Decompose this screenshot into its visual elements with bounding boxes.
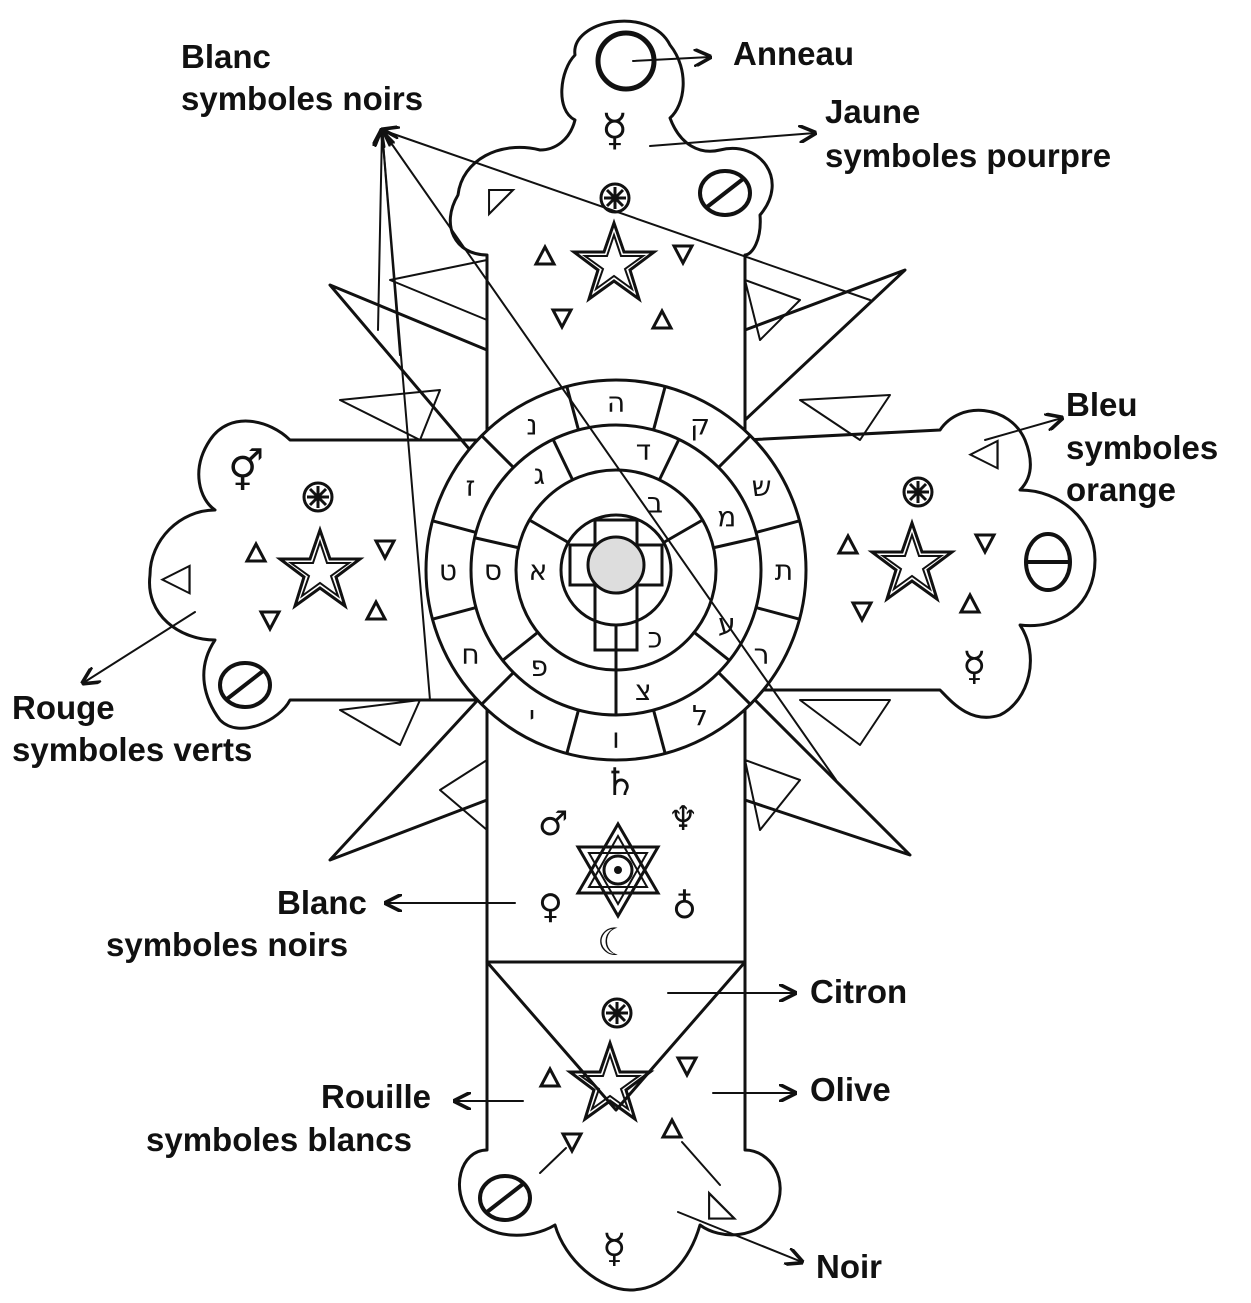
label-anneau: Anneau bbox=[733, 35, 854, 72]
rose-icon bbox=[904, 478, 932, 506]
circle-bar-icon bbox=[1026, 534, 1070, 590]
circle-cross-icon bbox=[220, 663, 270, 707]
triangle-icon bbox=[674, 246, 692, 263]
rose-petal-glyph: ק bbox=[690, 409, 710, 442]
label-rouille-sub: symboles blancs bbox=[146, 1121, 412, 1158]
rose-petal-glyph: ת bbox=[775, 554, 793, 587]
triangle-cross-icon: ◁ bbox=[968, 429, 999, 475]
rose-petal-glyph: א bbox=[529, 554, 548, 587]
rose-petal-glyph: ס bbox=[484, 554, 502, 587]
rose-petal-glyph: ב bbox=[647, 486, 663, 519]
triangle-icon bbox=[376, 541, 394, 558]
mars-icon: ♂ bbox=[538, 804, 568, 844]
rose-petal-glyph: ד bbox=[636, 434, 651, 467]
rose-petal-glyph: ח bbox=[461, 638, 479, 671]
label-bleu: Bleu bbox=[1066, 386, 1138, 423]
central-rose: הקשתרלויחטזנסגדמעצפאבכ bbox=[426, 380, 806, 760]
triangle-icon bbox=[536, 247, 554, 264]
uranus-icon: ♁ bbox=[672, 887, 697, 927]
rose-icon bbox=[304, 483, 332, 511]
triangle-icon bbox=[663, 1120, 681, 1137]
label-blanc-top-sub: symboles noirs bbox=[181, 80, 423, 117]
rose-petal-glyph: ג bbox=[534, 458, 546, 491]
label-jaune-sub: symboles pourpre bbox=[825, 137, 1111, 174]
triangle-cross-icon: ◺ bbox=[708, 1180, 738, 1224]
saturn-icon: ♄ bbox=[603, 760, 637, 804]
rose-petal-glyph: ז bbox=[466, 470, 476, 503]
triangle-icon bbox=[541, 1069, 559, 1086]
circle-cross-icon bbox=[700, 171, 750, 215]
label-olive: Olive bbox=[810, 1071, 891, 1108]
rose-petal-glyph: י bbox=[529, 699, 535, 732]
moon-icon: ☾ bbox=[597, 920, 631, 964]
label-rouge: Rouge bbox=[12, 689, 115, 726]
rose-petal-glyph: ל bbox=[692, 699, 708, 732]
triangle-cross-icon: ◸ bbox=[488, 180, 516, 221]
triangle-icon bbox=[653, 311, 671, 328]
rose-petal-glyph: מ bbox=[717, 501, 736, 534]
label-blanc-top: Blanc bbox=[181, 38, 271, 75]
hexagram-icon bbox=[578, 824, 658, 916]
pentagram-icon bbox=[570, 1043, 650, 1119]
label-citron: Citron bbox=[810, 973, 907, 1010]
rose-petal-glyph: צ bbox=[635, 674, 652, 707]
triangle-icon bbox=[976, 535, 994, 552]
triangle-icon bbox=[839, 536, 857, 553]
pentagram-icon bbox=[574, 223, 654, 299]
rose-icon bbox=[603, 999, 631, 1027]
rose-petal-glyph: פ bbox=[531, 650, 549, 683]
triangle-icon bbox=[961, 595, 979, 612]
label-bleu-sub2: orange bbox=[1066, 471, 1176, 508]
label-rouille: Rouille bbox=[321, 1078, 431, 1115]
venus-icon: ♀ bbox=[538, 887, 563, 927]
venus-icon: ⚥ bbox=[228, 448, 264, 495]
triangle-icon bbox=[247, 544, 265, 561]
mercury-icon: ☿ bbox=[962, 644, 987, 690]
label-bleu-sub1: symboles bbox=[1066, 429, 1218, 466]
rose-petal-glyph: נ bbox=[526, 409, 537, 442]
rose-petal-glyph: ש bbox=[752, 470, 772, 503]
mercury-icon: ☿ bbox=[602, 1226, 627, 1272]
label-noir: Noir bbox=[816, 1248, 882, 1285]
label-rouge-sub: symboles verts bbox=[12, 731, 252, 768]
rose-petal-glyph: ט bbox=[439, 554, 457, 587]
rose-petal-glyph: ו bbox=[612, 722, 620, 755]
mercury-icon: ☿ bbox=[601, 105, 628, 156]
triangle-cross-icon: ◁ bbox=[160, 554, 191, 600]
pentagram-icon bbox=[872, 523, 952, 599]
triangle-icon bbox=[553, 310, 571, 327]
label-jaune: Jaune bbox=[825, 93, 920, 130]
triangle-icon bbox=[367, 602, 385, 619]
pentagram-icon bbox=[280, 530, 360, 606]
label-blanc-bottom-sub: symboles noirs bbox=[106, 926, 348, 963]
rose-petal-glyph: כ bbox=[648, 622, 663, 655]
triangle-icon bbox=[678, 1058, 696, 1075]
triangle-icon bbox=[853, 603, 871, 620]
circle-cross-icon bbox=[480, 1176, 530, 1220]
label-blanc-bottom: Blanc bbox=[277, 884, 367, 921]
neptune-icon: ♆ bbox=[668, 799, 698, 839]
rose-petal-glyph: ה bbox=[607, 386, 625, 419]
triangle-icon bbox=[261, 612, 279, 629]
